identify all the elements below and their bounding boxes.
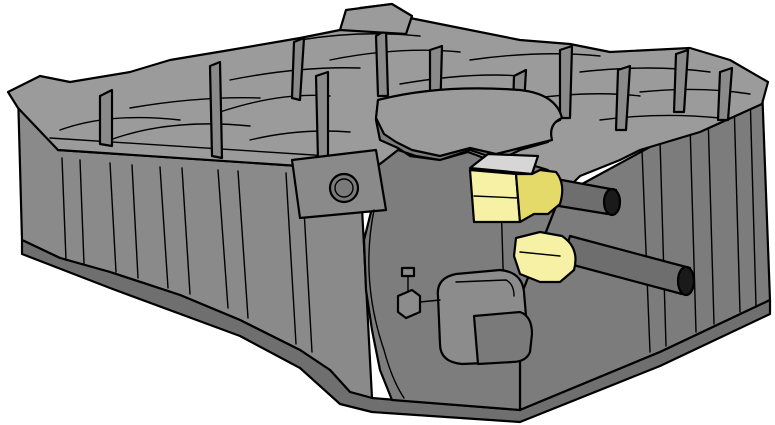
float-valve-cap [402,268,414,276]
float-valve [398,290,420,318]
pump-motor [474,312,532,364]
pipe-seal-lower [514,232,576,282]
pipe-upper-opening [604,189,620,215]
lid-top-collar [340,4,412,34]
pipe-lower-opening [678,267,694,295]
side-port [330,174,358,202]
